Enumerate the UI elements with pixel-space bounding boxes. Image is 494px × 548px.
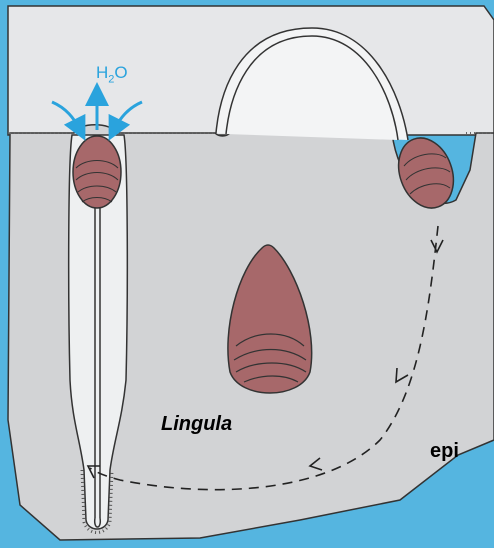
water-label-h: H: [96, 63, 108, 82]
cut-off-label: epi: [430, 440, 459, 463]
water-label: H2O: [96, 63, 128, 85]
organism-label: Lingula: [161, 413, 232, 436]
water-label-o: O: [114, 63, 127, 82]
